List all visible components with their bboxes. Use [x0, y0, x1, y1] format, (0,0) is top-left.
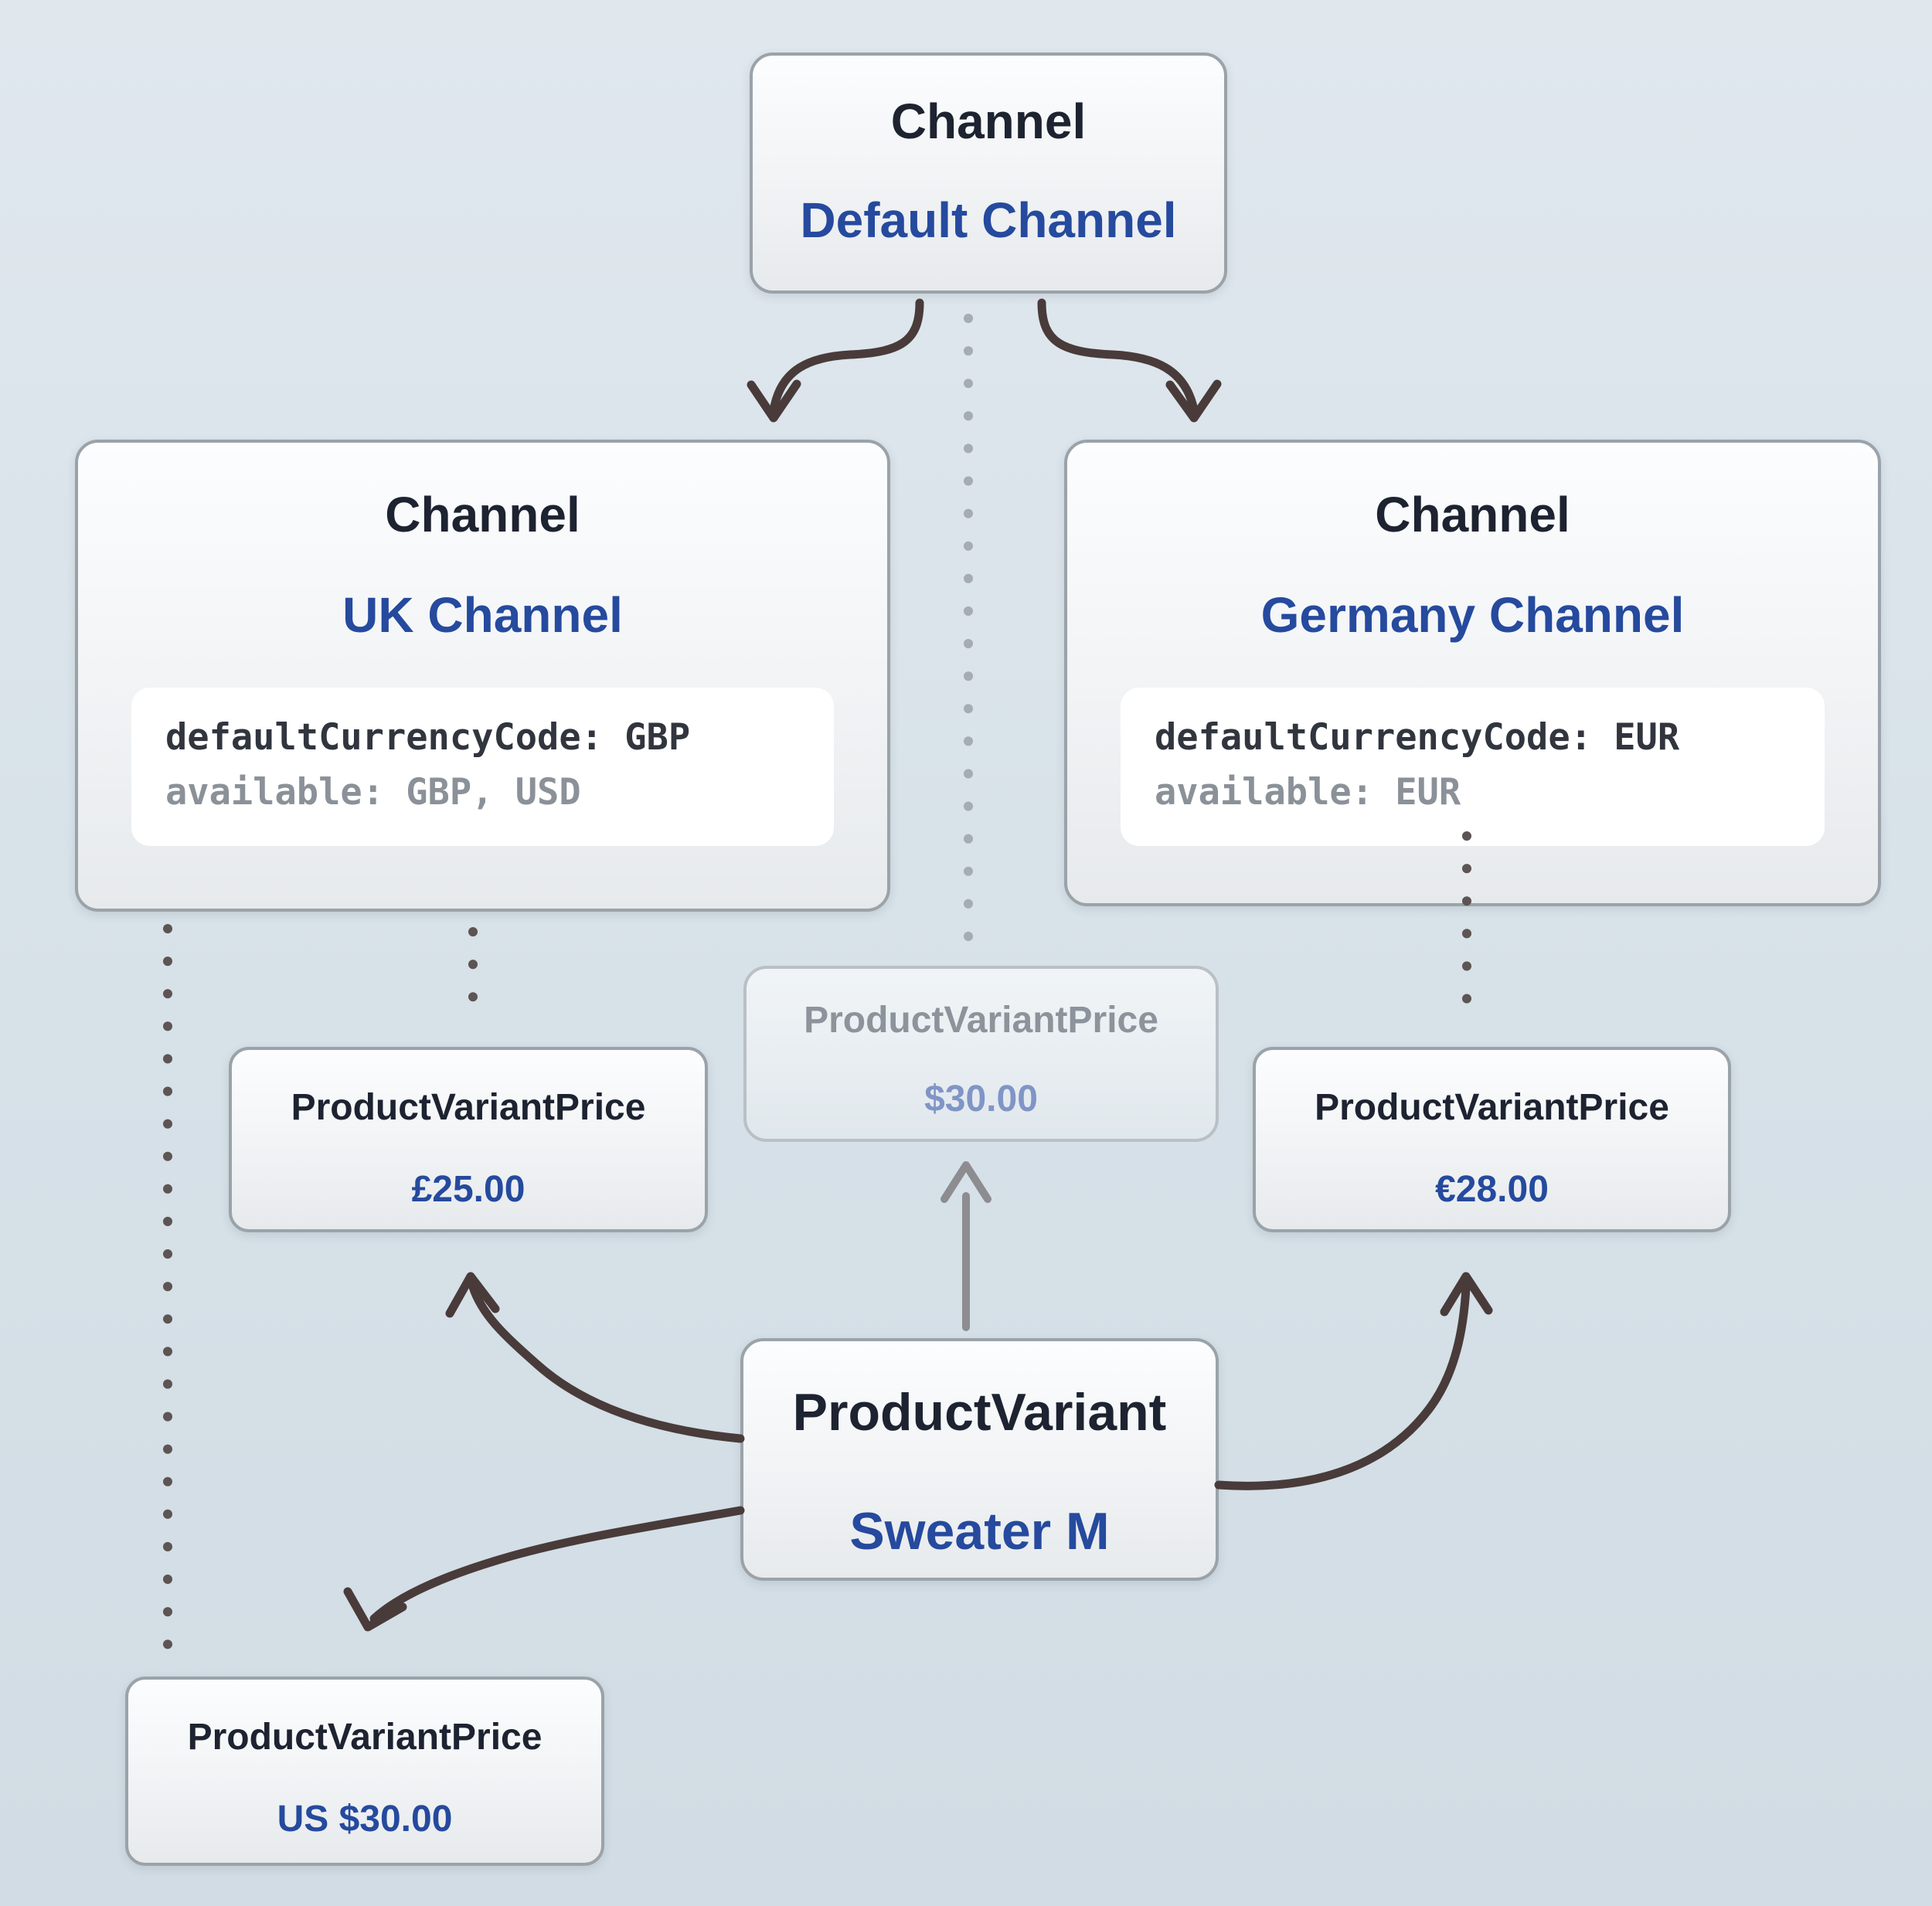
available-currency-line: available: GBP, USD [165, 770, 581, 814]
price-value-label: US $30.00 [277, 1798, 453, 1840]
default-currency-line: defaultCurrencyCode: GBP [165, 716, 691, 759]
arrow-default-channel-to-germany-channel [1037, 298, 1222, 423]
currency-code-panel: defaultCurrencyCode: EUR available: EUR [1121, 688, 1825, 847]
node-type-label: ProductVariantPrice [804, 1000, 1158, 1041]
node-default-price-ghost: ProductVariantPrice $30.00 [743, 966, 1219, 1142]
currency-code-panel: defaultCurrencyCode: GBP available: GBP,… [131, 688, 834, 847]
node-instance-label: Germany Channel [1260, 586, 1685, 643]
node-germany-channel: Channel Germany Channel defaultCurrencyC… [1064, 440, 1881, 906]
arrow-product-variant-to-uk-price [445, 1272, 745, 1443]
available-currency-line: available: EUR [1155, 770, 1461, 814]
node-type-label: ProductVariant [792, 1383, 1167, 1442]
node-type-label: Channel [1375, 487, 1570, 542]
arrow-product-variant-to-germany-price [1214, 1272, 1493, 1490]
price-value-label: €28.00 [1435, 1168, 1549, 1210]
node-instance-label: UK Channel [342, 586, 623, 643]
arrow-product-variant-to-us-price [343, 1506, 745, 1632]
price-value-label: £25.00 [411, 1168, 526, 1210]
price-value-label: $30.00 [924, 1078, 1038, 1119]
node-type-label: ProductVariantPrice [291, 1087, 646, 1128]
node-germany-price: ProductVariantPrice €28.00 [1253, 1047, 1731, 1232]
node-type-label: ProductVariantPrice [187, 1717, 543, 1758]
node-type-label: Channel [385, 487, 580, 542]
node-us-price: ProductVariantPrice US $30.00 [125, 1677, 604, 1866]
node-type-label: Channel [890, 93, 1087, 149]
node-uk-price: ProductVariantPrice £25.00 [229, 1047, 708, 1232]
node-product-variant: ProductVariant Sweater M [740, 1338, 1219, 1581]
node-instance-label: Sweater M [849, 1502, 1110, 1561]
arrow-default-channel-to-uk-channel [747, 298, 924, 423]
node-instance-label: Default Channel [800, 192, 1177, 248]
node-default-channel: Channel Default Channel [750, 53, 1227, 294]
default-currency-line: defaultCurrencyCode: EUR [1155, 716, 1680, 759]
node-uk-channel: Channel UK Channel defaultCurrencyCode: … [75, 440, 890, 912]
node-type-label: ProductVariantPrice [1315, 1087, 1669, 1128]
arrow-product-variant-to-default-price [940, 1161, 992, 1331]
